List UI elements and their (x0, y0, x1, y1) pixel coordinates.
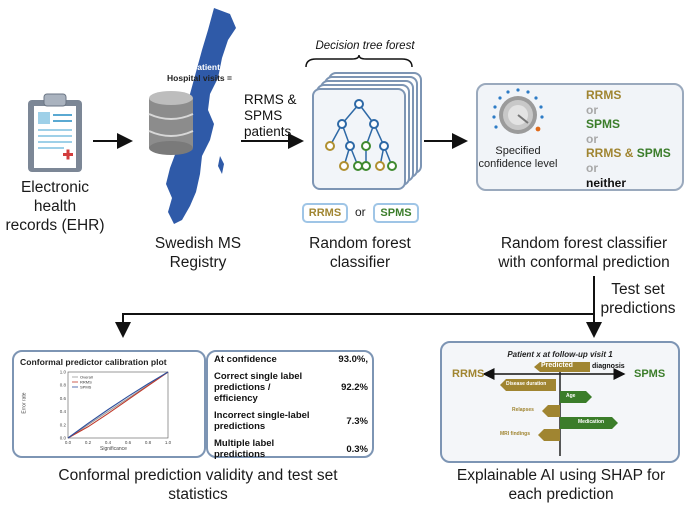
output-or-2: or (586, 131, 598, 146)
test-set-label: Test set predictions (600, 281, 676, 317)
x-tick-label: 0.2 (85, 440, 92, 445)
registry-visits-label: Hospital visits = (167, 73, 232, 83)
shap-predicted: Predicted (541, 362, 573, 369)
sweden-map (152, 6, 252, 228)
output-both: RRMS & SPMS (586, 146, 671, 161)
registry-patients-value: 22,748 (233, 62, 259, 72)
y-tick-label: 0.4 (60, 409, 67, 414)
confidence-level-label: Specified confidence level (478, 145, 558, 170)
forest-brace (305, 55, 413, 68)
forest-label: Random forest classifier (309, 235, 411, 271)
shap-feature-relapses: Relapses (512, 407, 534, 413)
y-tick-label: 1.0 (60, 370, 67, 375)
shap-label: Explainable AI using SHAP for each predi… (456, 467, 666, 503)
decision-tree-stack (312, 72, 424, 192)
conformal-outputs: RRMS or SPMS or RRMS & SPMS or neither (586, 88, 671, 190)
forest-brace-label: Decision tree forest (315, 40, 415, 52)
shap-spms: SPMS (634, 368, 666, 380)
output-rrms: RRMS (586, 88, 622, 102)
y-tick-label: 0.6 (60, 396, 67, 401)
shap-plot (482, 362, 626, 456)
decision-tree-icon (325, 99, 397, 171)
ehr-clipboard-icon (26, 92, 84, 174)
shap-rrms: RRMS (452, 368, 485, 380)
validity-label: Conformal prediction validity and test s… (58, 467, 338, 503)
stats-panel (206, 350, 374, 458)
shap-diagnosis: diagnosis (592, 363, 625, 370)
legend-label: SPMS (80, 385, 92, 390)
forest-or: or (355, 205, 366, 219)
shap-feature-medication: Medication (578, 419, 605, 425)
confidence-knob-icon (488, 86, 548, 142)
registry-visits-value: 197,227 (233, 73, 264, 83)
y-tick-label: 0.8 (60, 383, 67, 388)
x-tick-label: 1.0 (165, 440, 172, 445)
conformal-label: Random forest classifier with conformal … (498, 235, 670, 271)
x-tick-label: 0.8 (145, 440, 152, 445)
stats-row: Correct single label predictions / effic… (214, 371, 368, 404)
shap-feature-age: Age (566, 393, 576, 399)
registry-label: Swedish MS Registry (154, 235, 242, 271)
x-tick-label: 0.4 (105, 440, 112, 445)
output-or-3: or (586, 160, 598, 175)
output-or-1: or (586, 102, 598, 117)
output-neither: neither (586, 175, 627, 190)
forest-rrms-badge: RRMS (302, 203, 348, 223)
calibration-ylabel: Error rate (21, 392, 28, 414)
calibration-title: Conformal predictor calibration plot (20, 357, 167, 367)
x-tick-label: 0.6 (125, 440, 132, 445)
legend-label: RRMS (80, 380, 92, 385)
legend-label: Overall (80, 375, 93, 380)
series-line-rrms (67, 371, 169, 439)
ehr-label: Electronic health records (EHR) (5, 179, 105, 234)
calibration-xlabel: Significance (100, 446, 127, 452)
database-icon (148, 90, 194, 156)
output-spms: SPMS (586, 117, 621, 132)
patients-arrow-text: RRMS & SPMS patients (244, 92, 297, 139)
registry-patients-label: Patients = (191, 62, 232, 72)
series-line-spms (67, 371, 169, 439)
shap-feature-disease-duration: Disease duration (506, 381, 547, 387)
y-tick-label: 0.2 (60, 422, 67, 427)
forest-spms-badge: SPMS (373, 203, 419, 223)
shap-feature-mri-findings: MRI findings (500, 431, 530, 437)
x-tick-label: 0.0 (65, 440, 72, 445)
y-tick-label: 0.0 (60, 436, 67, 441)
shap-title: Patient x at follow-up visit 1 (507, 350, 613, 359)
